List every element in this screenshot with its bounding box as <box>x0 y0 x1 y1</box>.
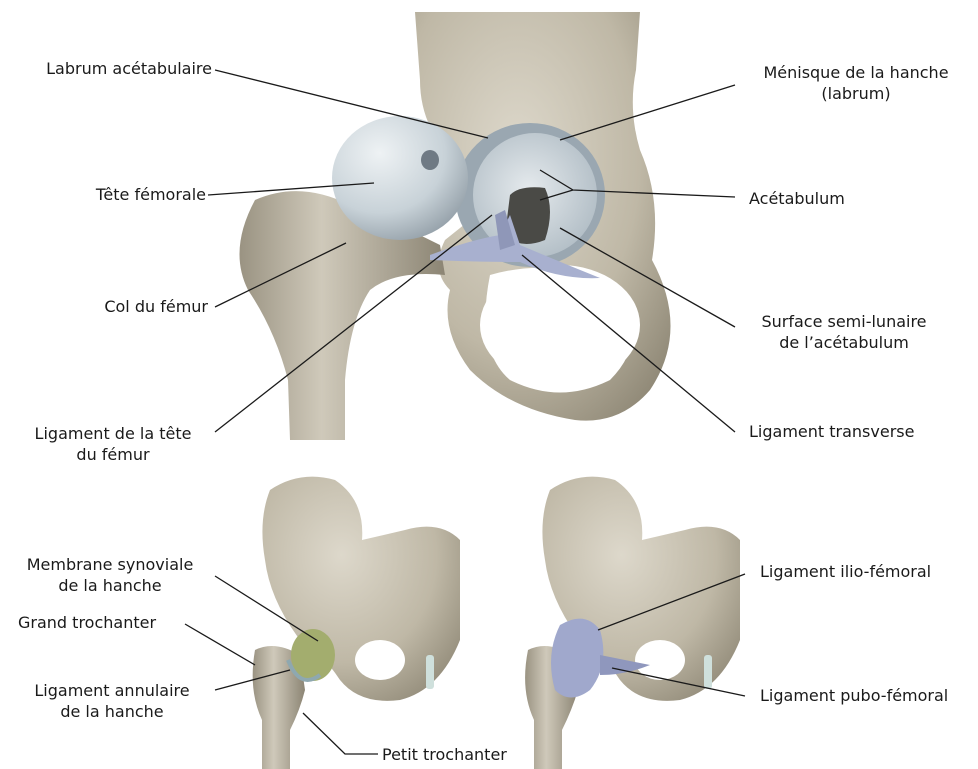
label-menisque-line2: (labrum) <box>740 83 972 104</box>
label-col-du-femur: Col du fémur <box>8 296 208 317</box>
label-surface-semi-lunaire: Surface semi-lunaire de l’acétabulum <box>740 311 948 353</box>
label-ligament-tete-line1: Ligament de la tête <box>18 423 208 444</box>
label-annulaire-line2: de la hanche <box>10 701 214 722</box>
label-tete-femorale: Tête fémorale <box>8 184 206 205</box>
label-petit-trochanter: Petit trochanter <box>382 744 507 765</box>
label-surface-line2: de l’acétabulum <box>740 332 948 353</box>
label-menisque-line1: Ménisque de la hanche <box>740 62 972 83</box>
label-membrane-line1: Membrane synoviale <box>10 554 210 575</box>
label-membrane-synoviale: Membrane synoviale de la hanche <box>10 554 210 596</box>
label-ligament-annulaire: Ligament annulaire de la hanche <box>10 680 214 722</box>
label-grand-trochanter: Grand trochanter <box>18 612 156 633</box>
label-ligament-tete-line2: du fémur <box>18 444 208 465</box>
label-ligament-tete-femur: Ligament de la tête du fémur <box>18 423 208 465</box>
label-ligament-pubo-femoral: Ligament pubo-fémoral <box>760 685 948 706</box>
label-ligament-transverse: Ligament transverse <box>749 421 914 442</box>
label-menisque-hanche: Ménisque de la hanche (labrum) <box>740 62 972 104</box>
femoral-head <box>332 116 468 240</box>
label-annulaire-line1: Ligament annulaire <box>10 680 214 701</box>
label-membrane-line2: de la hanche <box>10 575 210 596</box>
label-ligament-ilio-femoral: Ligament ilio-fémoral <box>760 561 931 582</box>
label-acetabulum: Acétabulum <box>749 188 845 209</box>
label-surface-line1: Surface semi-lunaire <box>740 311 948 332</box>
label-labrum-acetabulaire: Labrum acétabulaire <box>8 58 212 79</box>
